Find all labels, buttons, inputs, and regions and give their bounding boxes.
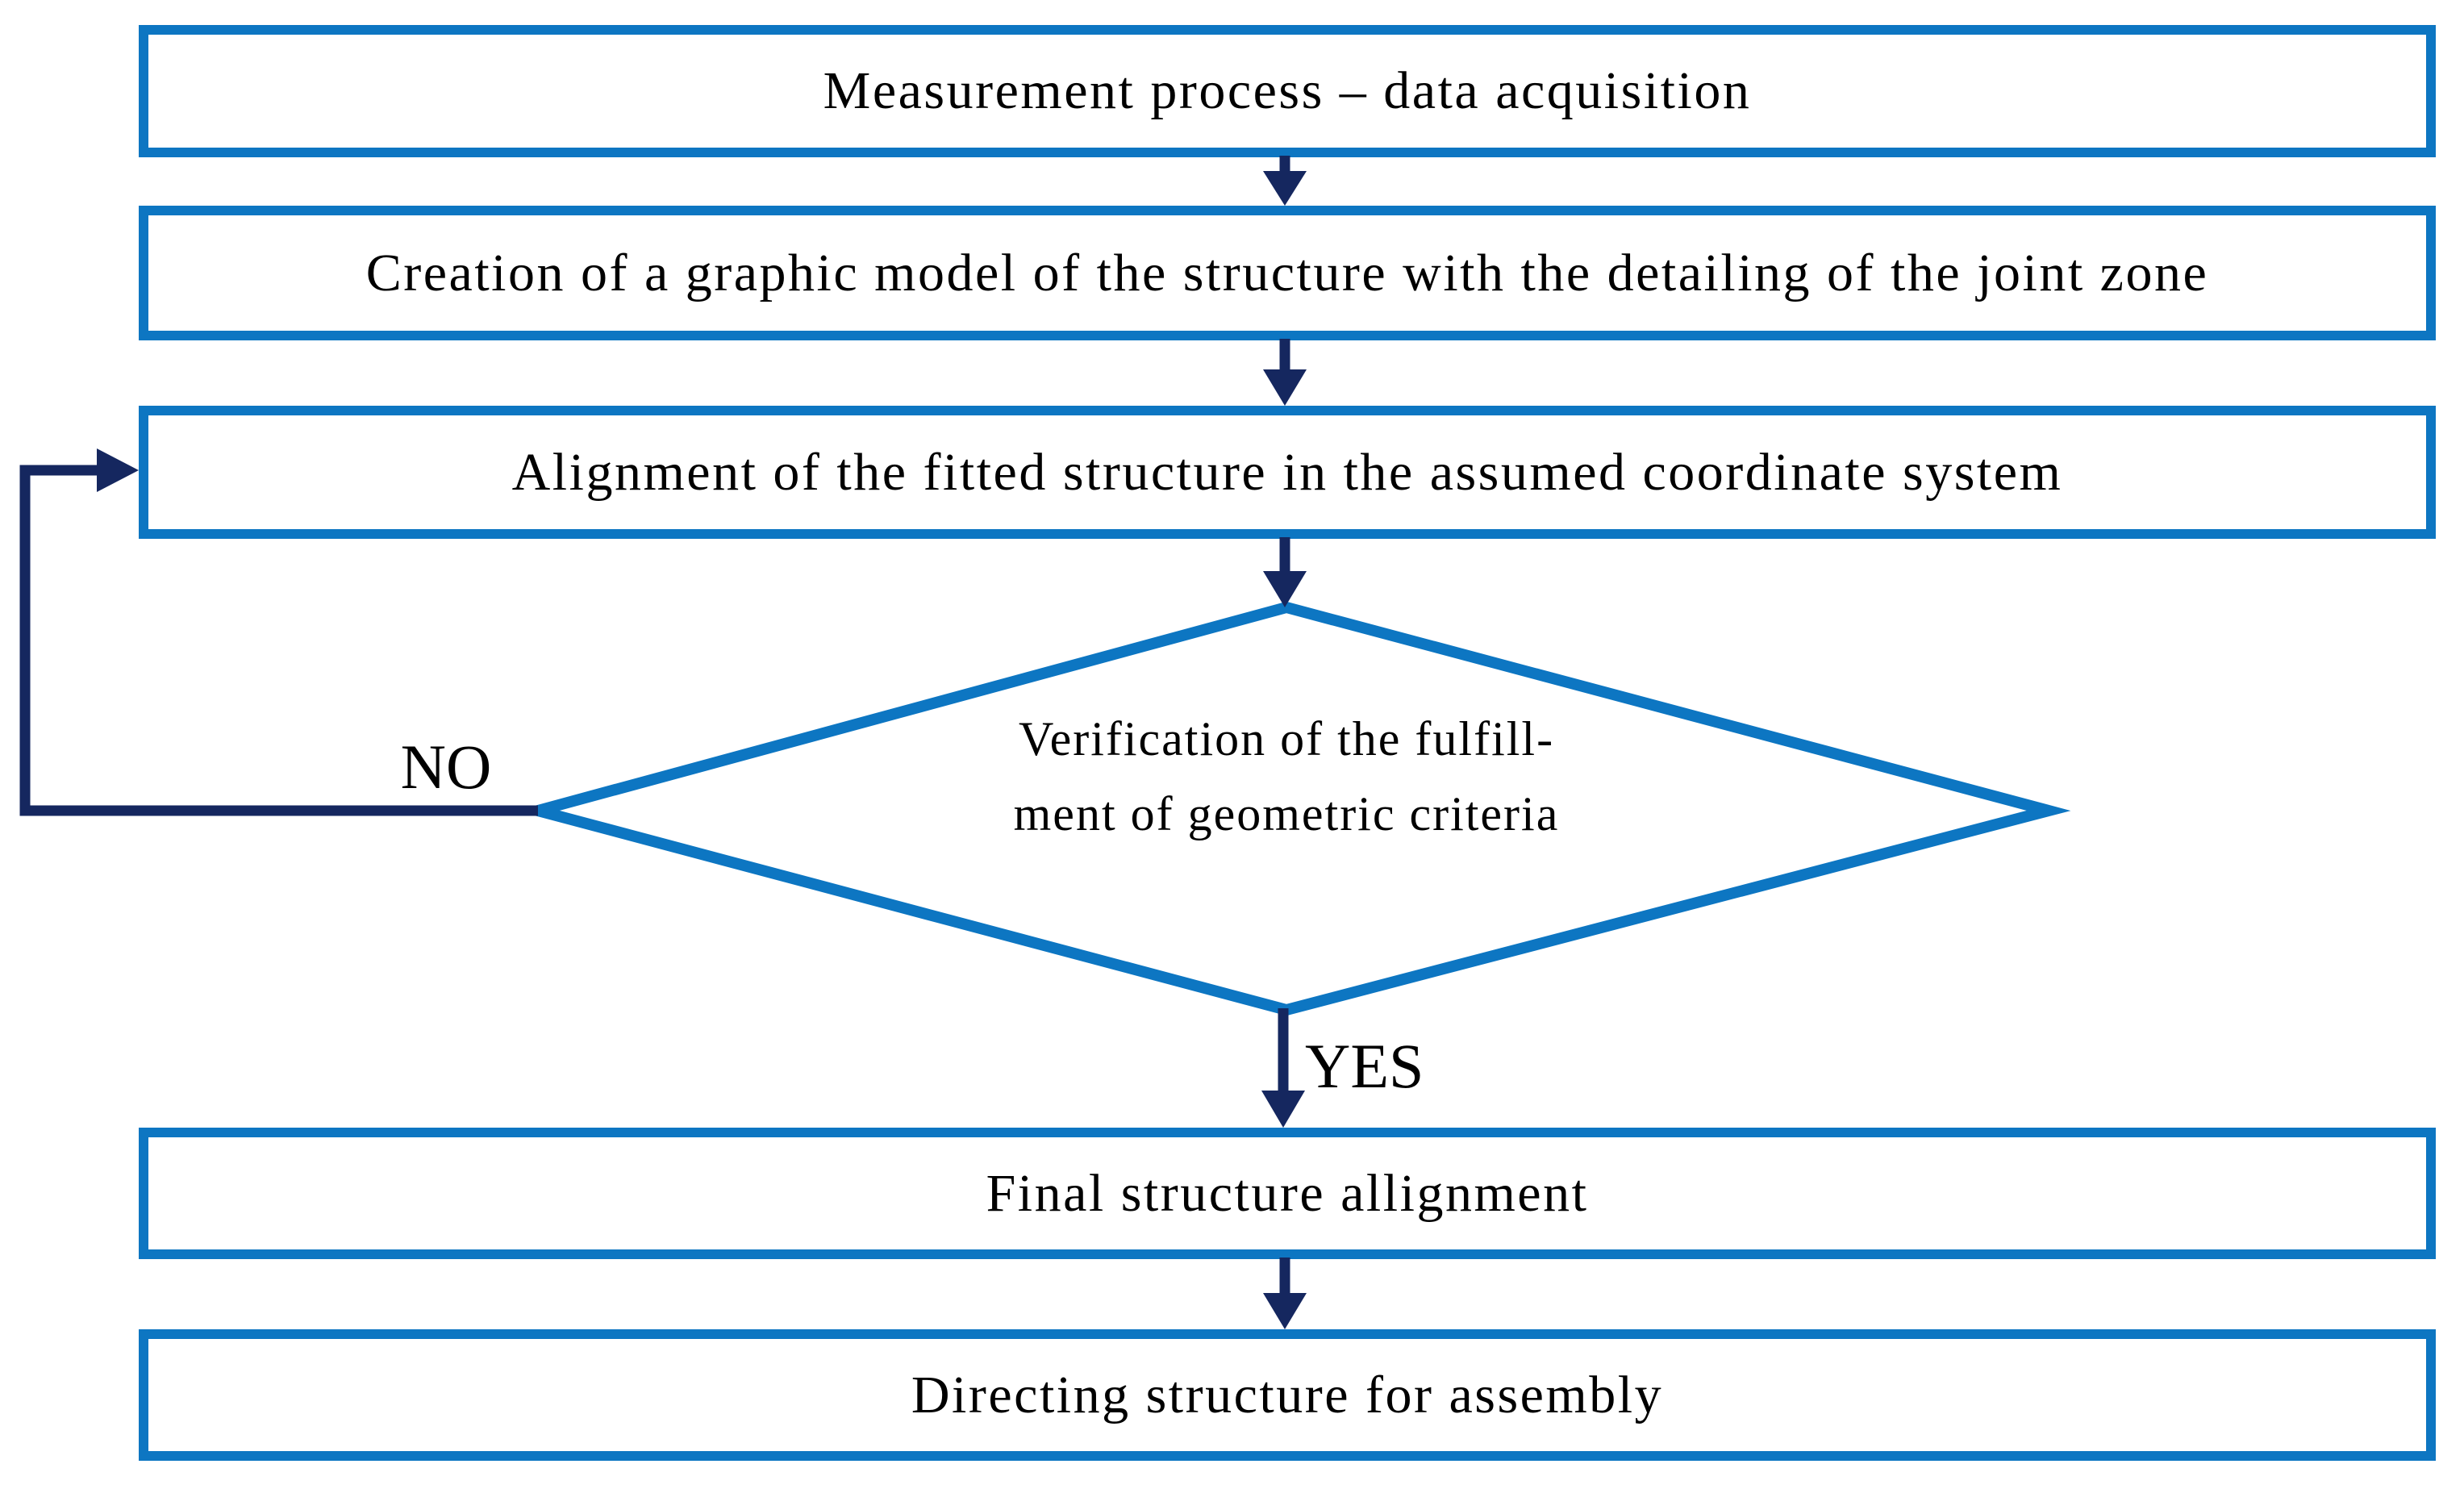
arrow-step1-to-step2	[1263, 156, 1307, 206]
flow-step-graphic-model: Creation of a graphic model of the struc…	[139, 206, 2436, 340]
decision-label-line2: ment of geometric criteria	[1013, 787, 1560, 840]
flow-step-final-alignment: Final structure allignment	[139, 1128, 2436, 1259]
arrow-step2-to-step3	[1263, 339, 1307, 406]
flow-step-measurement: Measurement process – data acquisition	[139, 25, 2436, 157]
decision-label: Verification of the fulfill- ment of geo…	[883, 702, 1690, 852]
flow-step-directing-assembly-label: Directing structure for assembly	[911, 1365, 1664, 1424]
arrow-step4-to-step5	[1263, 1258, 1307, 1329]
flow-step-directing-assembly: Directing structure for assembly	[139, 1329, 2436, 1461]
no-edge-label: NO	[400, 732, 492, 802]
flow-step-graphic-model-label: Creation of a graphic model of the struc…	[365, 243, 2209, 302]
decision-label-line1: Verification of the fulfill-	[1018, 712, 1555, 765]
arrow-step3-to-decision	[1263, 537, 1307, 607]
flow-step-alignment-label: Alignment of the fitted structure in the…	[511, 442, 2063, 502]
flow-step-measurement-label: Measurement process – data acquisition	[823, 61, 1752, 120]
flow-step-alignment: Alignment of the fitted structure in the…	[139, 406, 2436, 539]
arrow-decision-yes	[1261, 1008, 1305, 1128]
yes-edge-label: YES	[1305, 1031, 1424, 1101]
flow-step-final-alignment-label: Final structure allignment	[986, 1163, 1589, 1223]
